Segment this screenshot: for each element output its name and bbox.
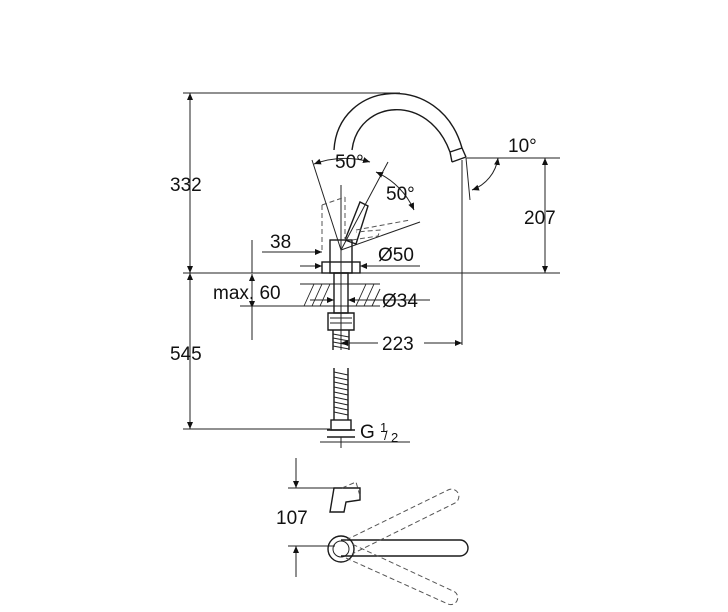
angle-construction [311, 157, 522, 345]
plan-view: 107 [276, 458, 469, 606]
counter-section-hatch [300, 283, 381, 307]
svg-text:/: / [384, 428, 388, 443]
dim-deck-label: max. 60 [213, 283, 281, 304]
spout-tilt-arc [471, 157, 500, 191]
lever-tilt-arc [313, 157, 371, 165]
dim-332-label: 332 [170, 175, 202, 196]
svg-text:G: G [360, 422, 375, 443]
side-elevation-view: 332 545 207 38 Ø50 [170, 92, 560, 448]
lever-swing-arc [375, 171, 415, 211]
dim-shank-label: Ø34 [382, 291, 418, 312]
spout-plan [341, 539, 469, 557]
spout-tilt-label: 10° [508, 136, 537, 157]
svg-text:2: 2 [391, 430, 398, 445]
lever-swing-label: 50° [386, 184, 415, 205]
thread-label: G 1 / 2 [320, 420, 410, 448]
dim-545 [183, 273, 330, 430]
dim-38 [251, 240, 322, 273]
lever-tilt-label: 50° [335, 152, 364, 173]
dim-107-label: 107 [276, 508, 308, 529]
dim-207 [510, 157, 560, 273]
dim-332 [183, 92, 400, 273]
dim-545-label: 545 [170, 344, 202, 365]
faucet-body [321, 185, 361, 350]
dim-207-label: 207 [524, 208, 556, 229]
dim-deck [240, 274, 300, 340]
svg-text:1: 1 [380, 420, 387, 435]
dim-rosette-label: Ø50 [378, 245, 414, 266]
dim-38-label: 38 [270, 232, 291, 253]
dim-223-label: 223 [382, 334, 414, 355]
supply-hose [327, 368, 355, 438]
